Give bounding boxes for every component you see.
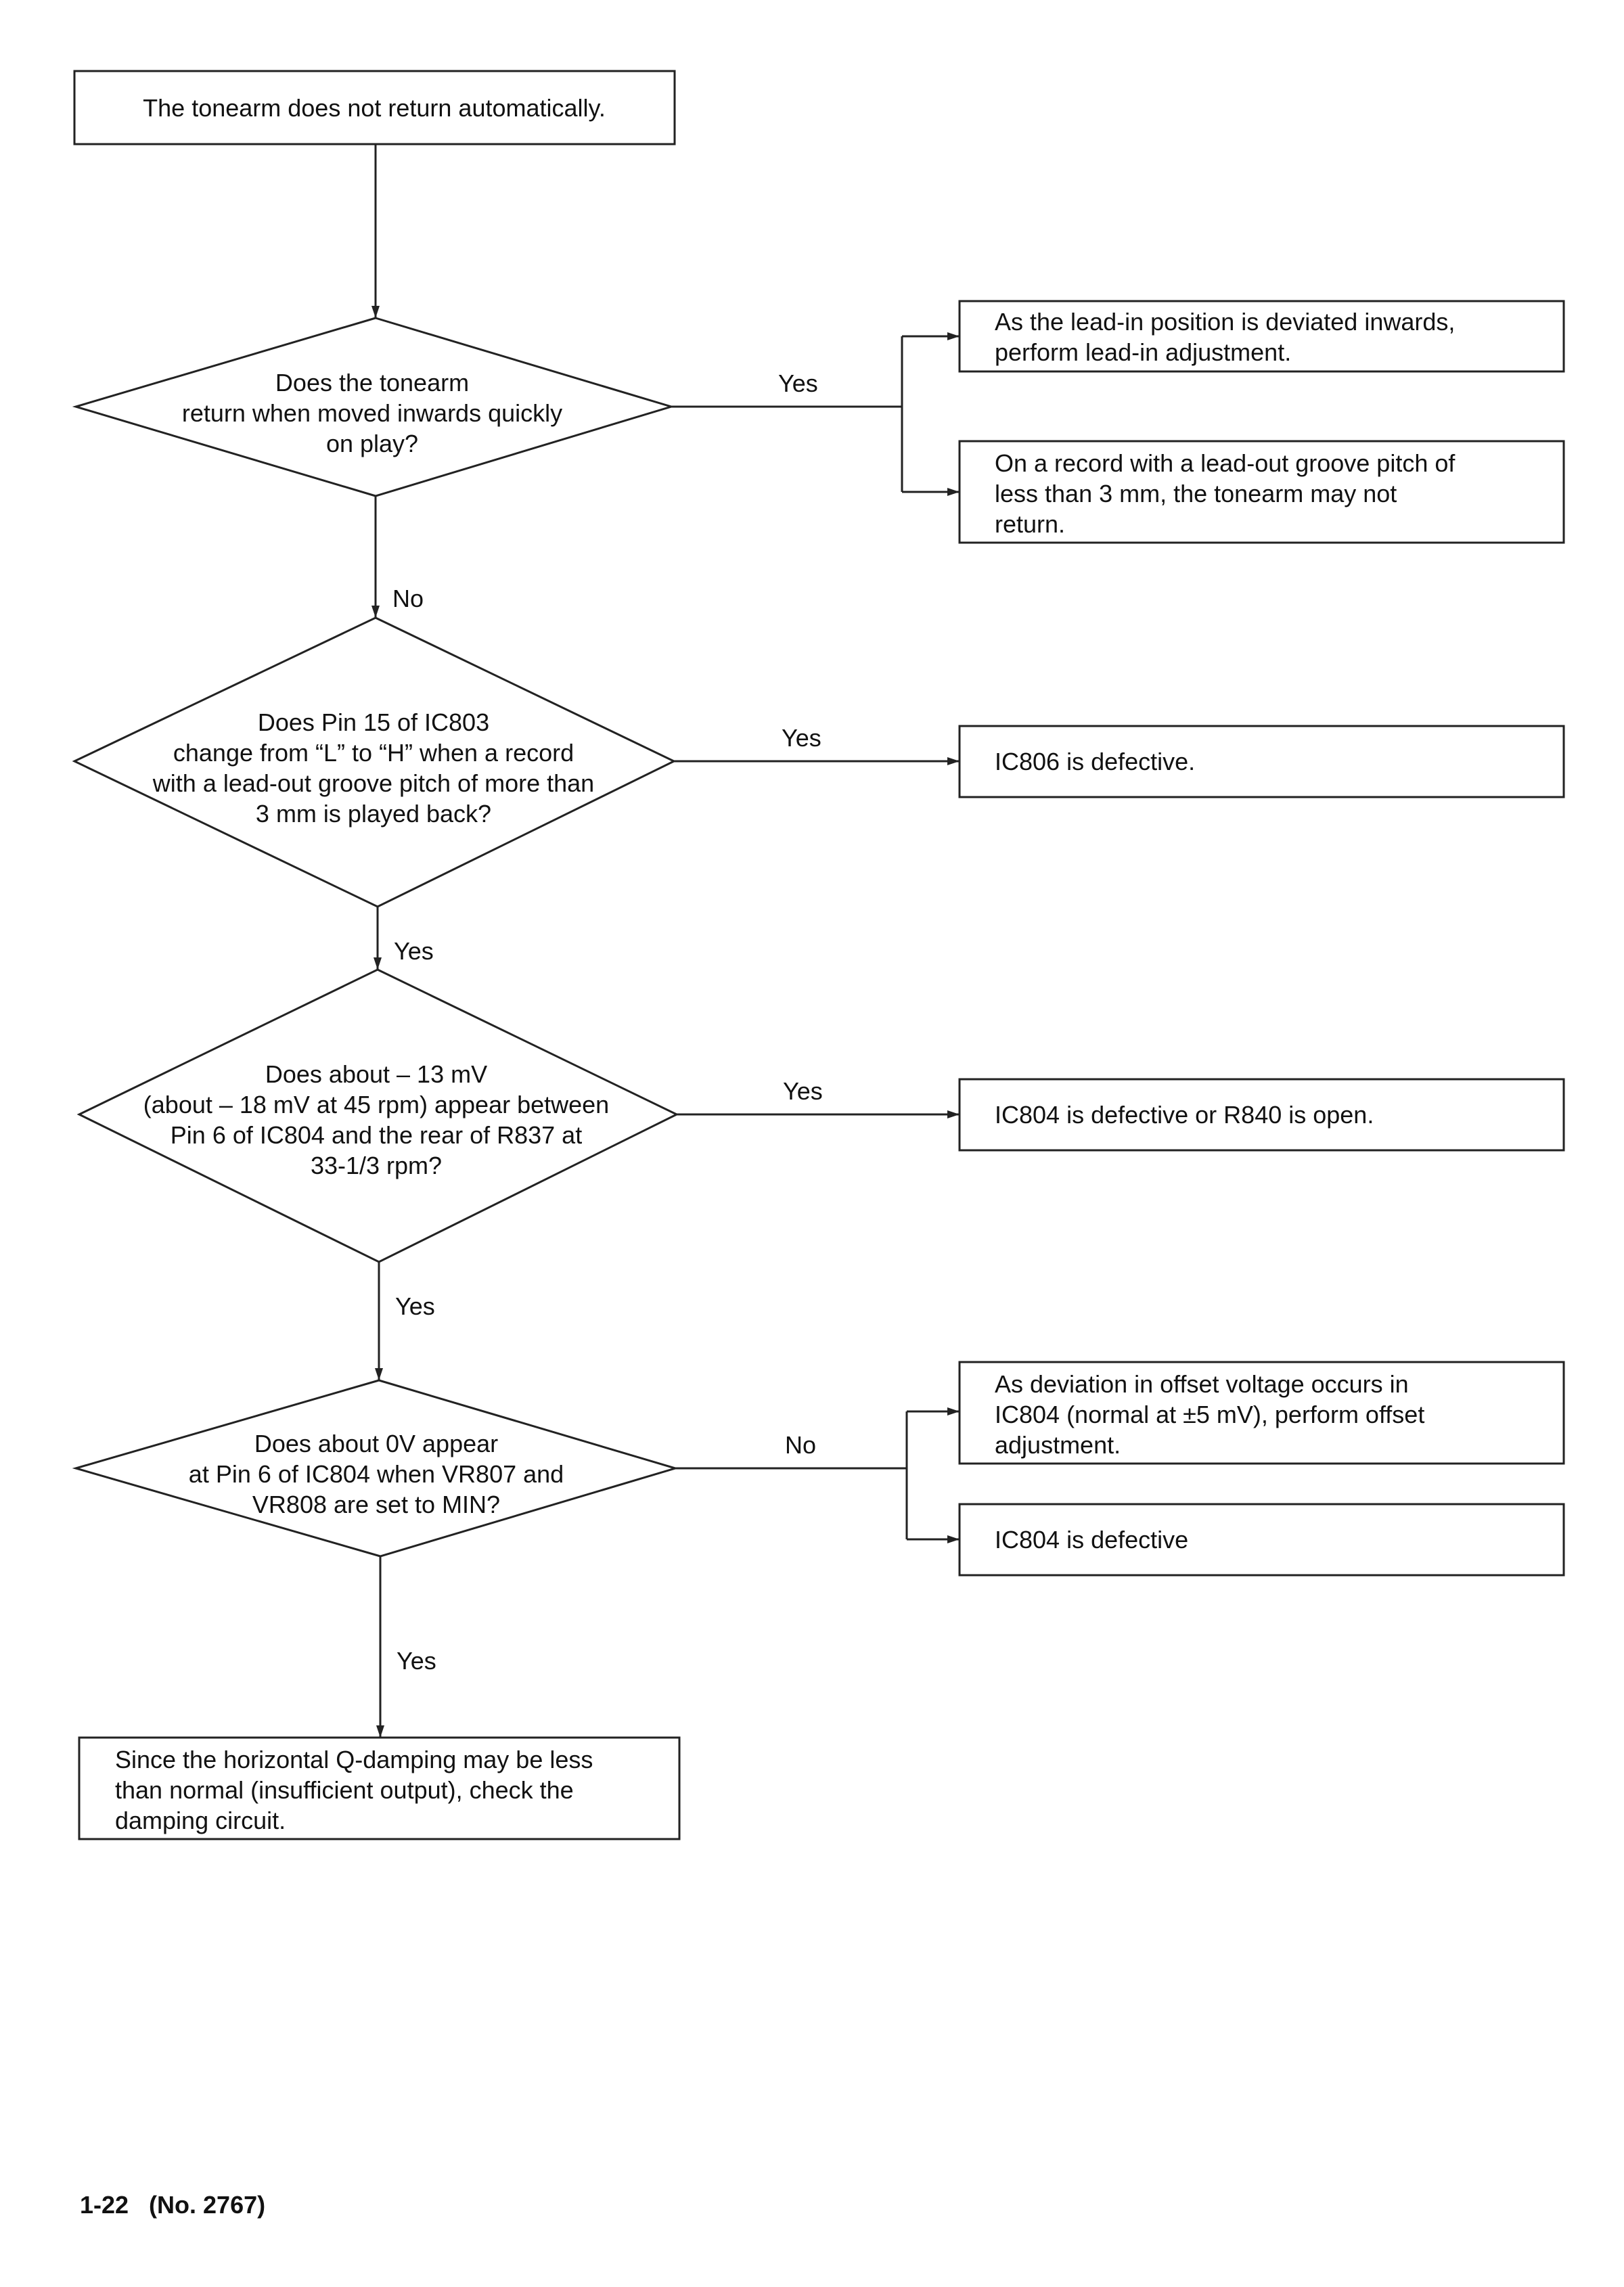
result-lead-in-line-2: perform lead-in adjustment. xyxy=(995,338,1291,366)
result-offset-adjustment: As deviation in offset voltage occurs in… xyxy=(958,1361,1565,1465)
end-box-line-3: damping circuit. xyxy=(115,1807,286,1834)
decision-1: Does the tonearm return when moved inwar… xyxy=(72,317,675,497)
result-offset-line-1: As deviation in offset voltage occurs in xyxy=(995,1370,1409,1398)
result-ic806-text: IC806 is defective. xyxy=(995,748,1195,775)
result-lead-out-line-1: On a record with a lead-out groove pitch… xyxy=(995,449,1456,477)
result-ic806-defective: IC806 is defective. xyxy=(958,725,1565,798)
result-ic804-or-r840: IC804 is defective or R840 is open. xyxy=(958,1078,1565,1152)
decision-4-line-2: at Pin 6 of IC804 when VR807 and xyxy=(189,1460,564,1488)
result-lead-out-pitch: On a record with a lead-out groove pitch… xyxy=(958,440,1565,544)
decision-3-line-4: 33-1/3 rpm? xyxy=(311,1152,442,1179)
decision-3-line-1: Does about – 13 mV xyxy=(265,1060,487,1088)
decision-2-line-1: Does Pin 15 of IC803 xyxy=(258,708,489,736)
result-lead-out-line-2: less than 3 mm, the tonearm may not xyxy=(995,480,1397,507)
decision-1-line-3: on play? xyxy=(326,430,418,457)
decision-2-line-4: 3 mm is played back? xyxy=(256,800,491,828)
result-lead-in-adjustment: As the lead-in position is deviated inwa… xyxy=(958,300,1565,373)
result-ic804-text: IC804 is defective xyxy=(995,1526,1188,1554)
start-box: The tonearm does not return automaticall… xyxy=(73,70,676,145)
label-d1-yes: Yes xyxy=(778,369,818,397)
decision-1-line-2: return when moved inwards quickly xyxy=(182,399,562,427)
label-d4-no: No xyxy=(785,1431,816,1459)
result-lead-in-line-1: As the lead-in position is deviated inwa… xyxy=(995,308,1455,336)
decision-3-line-3: Pin 6 of IC804 and the rear of R837 at xyxy=(171,1121,582,1149)
decision-3: Does about – 13 mV (about – 18 mV at 45 … xyxy=(76,968,679,1263)
result-ic804-defective: IC804 is defective xyxy=(958,1503,1565,1577)
decision-4-line-3: VR808 are set to MIN? xyxy=(252,1491,500,1518)
label-d4-yes: Yes xyxy=(397,1647,436,1675)
result-offset-line-2: IC804 (normal at ±5 mV), perform offset xyxy=(995,1401,1424,1428)
decision-4: Does about 0V appear at Pin 6 of IC804 w… xyxy=(72,1379,679,1558)
label-d3-yes-right: Yes xyxy=(783,1077,823,1105)
label-d1-no: No xyxy=(392,585,424,612)
edge-labels: Yes No Yes Yes Yes Yes No Yes xyxy=(392,369,823,1675)
decision-2-line-3: with a lead-out groove pitch of more tha… xyxy=(152,769,594,797)
result-lead-out-line-3: return. xyxy=(995,510,1065,538)
end-box: Since the horizontal Q-damping may be le… xyxy=(78,1736,681,1840)
decision-2-line-2: change from “L” to “H” when a record xyxy=(173,739,574,767)
result-ic804-r840-text: IC804 is defective or R840 is open. xyxy=(995,1101,1374,1129)
result-offset-line-3: adjustment. xyxy=(995,1431,1121,1459)
end-box-line-2: than normal (insufficient output), check… xyxy=(115,1776,574,1804)
label-d3-yes-down: Yes xyxy=(395,1292,435,1320)
page-footer: 1-22 (No. 2767) xyxy=(80,2191,266,2219)
decision-1-line-1: Does the tonearm xyxy=(275,369,469,397)
end-box-line-1: Since the horizontal Q-damping may be le… xyxy=(115,1746,593,1773)
label-d2-yes-down: Yes xyxy=(394,937,434,965)
decision-3-line-2: (about – 18 mV at 45 rpm) appear between xyxy=(143,1091,609,1118)
decision-4-line-1: Does about 0V appear xyxy=(254,1430,498,1457)
start-box-text: The tonearm does not return automaticall… xyxy=(143,94,606,122)
label-d2-yes-right: Yes xyxy=(782,724,821,752)
arrowheads xyxy=(371,306,960,1738)
decision-2: Does Pin 15 of IC803 change from “L” to … xyxy=(72,616,677,908)
